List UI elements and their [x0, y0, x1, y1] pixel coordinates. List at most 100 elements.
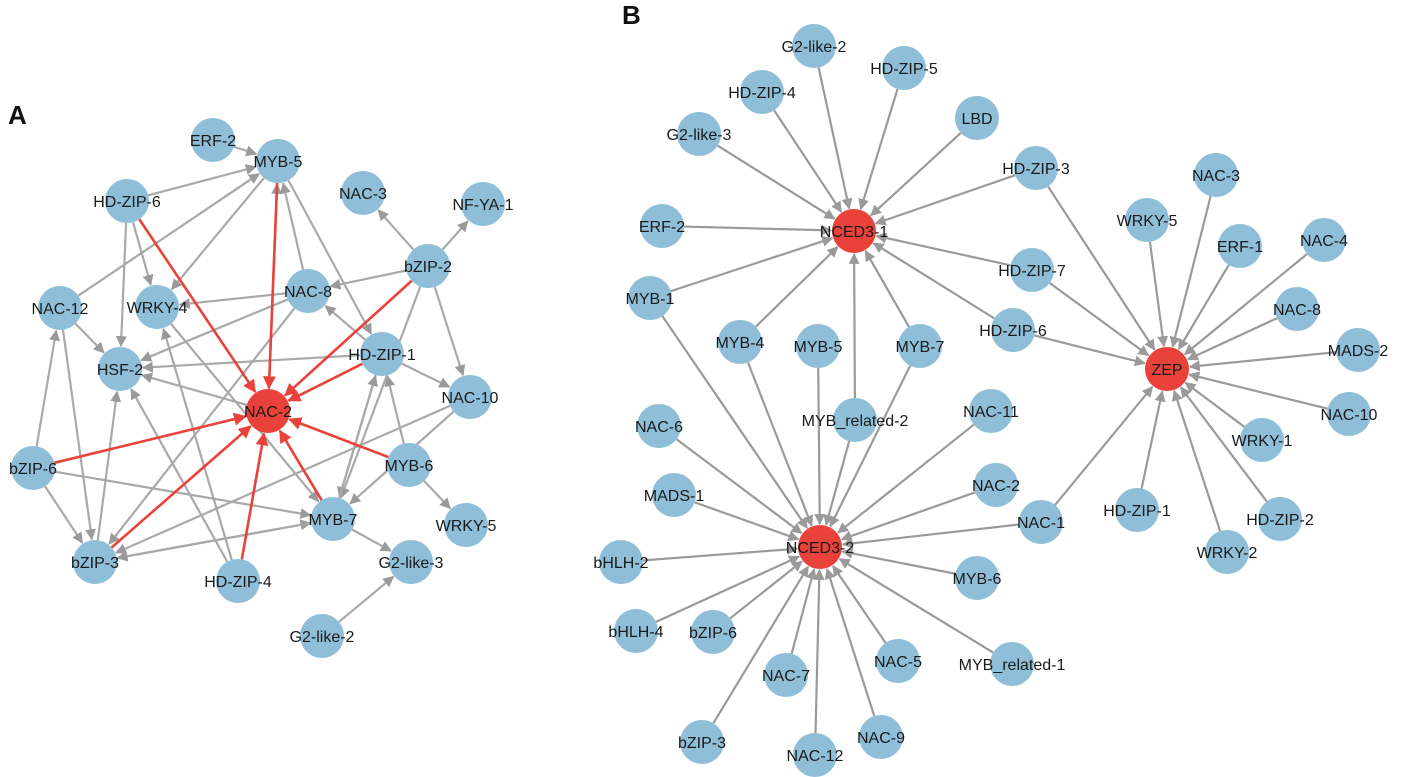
edge-MYB_related-2-to-NCED3-2 — [823, 440, 851, 526]
node-label-HD-ZIP-5: HD-ZIP-5 — [870, 61, 938, 78]
edge-NAC-1-to-NCED3-2 — [841, 523, 1020, 549]
node-MYB_related-2 — [833, 398, 877, 442]
node-label-HD-ZIP-6: HD-ZIP-6 — [93, 194, 161, 211]
edge-NAC-6-to-NCED3-2 — [675, 438, 803, 535]
edge-bZIP-2-to-NAC-10 — [433, 286, 466, 377]
edge-ERF-2-to-MYB-5 — [233, 145, 258, 157]
node-label-bHLH-4: bHLH-4 — [608, 624, 663, 641]
panel-b-edges — [642, 67, 1337, 734]
node-MADS-1 — [652, 473, 696, 517]
edge-bZIP-3-to-NAC-2 — [110, 425, 252, 549]
edge-NAC-2-to-HSF-2 — [141, 372, 248, 407]
edge-bZIP-6-to-bZIP-3 — [44, 485, 84, 544]
node-HD-ZIP-7 — [1010, 248, 1054, 292]
panel-a-label: A — [8, 100, 27, 130]
edge-HD-ZIP-7-to-ZEP — [1049, 282, 1150, 357]
node-NAC-9 — [859, 715, 903, 759]
node-bZIP-2 — [406, 244, 450, 288]
edge-ERF-2-to-NCED3-1 — [683, 224, 833, 236]
node-MYB-1 — [628, 276, 672, 320]
edge-G2-like-3-to-NCED3-1 — [717, 144, 836, 220]
node-HD-ZIP-4 — [216, 559, 260, 603]
edge-MYB-4-to-NCED3-1 — [754, 246, 839, 328]
node-NAC-11 — [969, 389, 1013, 433]
node-NAC-7 — [764, 653, 808, 697]
node-label-G2-like-2: G2-like-2 — [782, 39, 847, 56]
edge-HD-ZIP-4-to-WRKY-4 — [161, 328, 233, 561]
node-label-MYB-6: MYB-6 — [385, 458, 434, 475]
node-NAC-6 — [637, 404, 681, 448]
node-label-MYB-4: MYB-4 — [716, 335, 765, 352]
edge-NAC-8-to-MYB-5 — [280, 182, 305, 270]
edge-NAC-12-to-NCED3-2 — [813, 568, 825, 734]
edge-MYB_related-2-to-NCED3-1 — [848, 252, 860, 399]
edge-bZIP-2-to-MYB-7 — [339, 286, 422, 499]
edge-HD-ZIP-6-to-WRKY-4 — [131, 221, 154, 286]
edge-ERF-1-to-ZEP — [1177, 264, 1230, 351]
edge-WRKY-5-to-ZEP — [1148, 241, 1169, 348]
node-HD-ZIP-4 — [740, 70, 784, 114]
edge-MADS-2-to-ZEP — [1188, 351, 1337, 372]
node-label-NAC-3: NAC-3 — [1192, 168, 1240, 185]
panel-b-label: B — [622, 0, 641, 30]
edge-NAC-5-to-NCED3-2 — [832, 565, 887, 644]
node-label-WRKY-2: WRKY-2 — [1197, 545, 1258, 562]
node-label-NAC-10: NAC-10 — [442, 390, 499, 407]
edge-HD-ZIP-3-to-ZEP — [1047, 185, 1156, 351]
node-MYB-6 — [955, 556, 999, 600]
edge-WRKY-2-to-ZEP — [1172, 389, 1222, 532]
node-label-HD-ZIP-3: HD-ZIP-3 — [1002, 161, 1070, 178]
node-label-NAC-8: NAC-8 — [284, 284, 332, 301]
edge-HD-ZIP-6-to-NCED3-1 — [872, 242, 995, 320]
edge-HD-ZIP-4-to-HSF-2 — [130, 388, 229, 563]
node-MYB-5 — [256, 139, 300, 183]
node-HD-ZIP-5 — [882, 46, 926, 90]
panel-a-edges — [35, 145, 469, 623]
edge-G2-like-2-to-NCED3-1 — [817, 67, 853, 210]
node-MYB_related-1 — [990, 642, 1034, 686]
edge-NAC-12-to-MYB-5 — [77, 172, 260, 297]
node-G2-like-2 — [300, 614, 344, 658]
node-NAC-3 — [341, 171, 385, 215]
node-label-MYB_related-2: MYB_related-2 — [802, 413, 909, 430]
node-label-bZIP-3: bZIP-3 — [71, 555, 119, 572]
edge-MADS-1-to-NCED3-2 — [694, 501, 800, 542]
edge-bZIP-2-to-NF-YA-1 — [441, 220, 469, 251]
node-label-MYB-1: MYB-1 — [626, 291, 675, 308]
edge-NAC-9-to-NCED3-2 — [824, 567, 876, 717]
edge-WRKY-4-to-MYB-7 — [170, 323, 320, 503]
edge-HD-ZIP-6-to-HSF-2 — [115, 222, 128, 348]
node-MYB-7 — [898, 324, 942, 368]
node-bZIP-3 — [680, 720, 724, 764]
edge-HD-ZIP-3-to-NCED3-1 — [874, 174, 1016, 226]
node-label-NAC-9: NAC-9 — [857, 730, 905, 747]
node-NCED3-2 — [798, 525, 842, 569]
edge-NAC-1-to-ZEP — [1054, 385, 1154, 506]
edge-HD-ZIP-6-to-MYB-5 — [147, 164, 257, 197]
node-WRKY-5 — [444, 503, 488, 547]
node-LBD — [955, 96, 999, 140]
node-label-MYB-5: MYB-5 — [794, 339, 843, 356]
node-ERF-2 — [640, 204, 684, 248]
node-label-MADS-2: MADS-2 — [1328, 343, 1389, 360]
node-label-MYB-5: MYB-5 — [254, 154, 303, 171]
edge-MYB-1-to-NCED3-2 — [661, 315, 808, 529]
edge-MYB-5-to-WRKY-4 — [170, 177, 265, 291]
edge-MYB-7-to-G2-like-3 — [351, 528, 392, 552]
edge-HD-ZIP-1-to-NAC-8 — [324, 305, 366, 341]
edge-NAC-10-to-ZEP — [1188, 371, 1328, 410]
node-bZIP-6 — [691, 610, 735, 654]
node-label-WRKY-5: WRKY-5 — [436, 518, 497, 535]
node-label-NAC-4: NAC-4 — [1300, 233, 1348, 250]
node-MYB-4 — [718, 320, 762, 364]
node-label-bZIP-6: bZIP-6 — [689, 625, 737, 642]
edge-MYB-1-to-NCED3-1 — [670, 236, 834, 293]
node-label-NCED3-2: NCED3-2 — [786, 540, 855, 557]
edge-G2-like-2-to-G2-like-3 — [338, 575, 395, 623]
edge-NAC-10-to-bZIP-3 — [115, 404, 451, 554]
edge-LBD-to-NCED3-1 — [870, 132, 962, 217]
edge-HD-ZIP-1-to-HSF-2 — [141, 354, 361, 373]
node-label-HD-ZIP-4: HD-ZIP-4 — [204, 574, 272, 591]
